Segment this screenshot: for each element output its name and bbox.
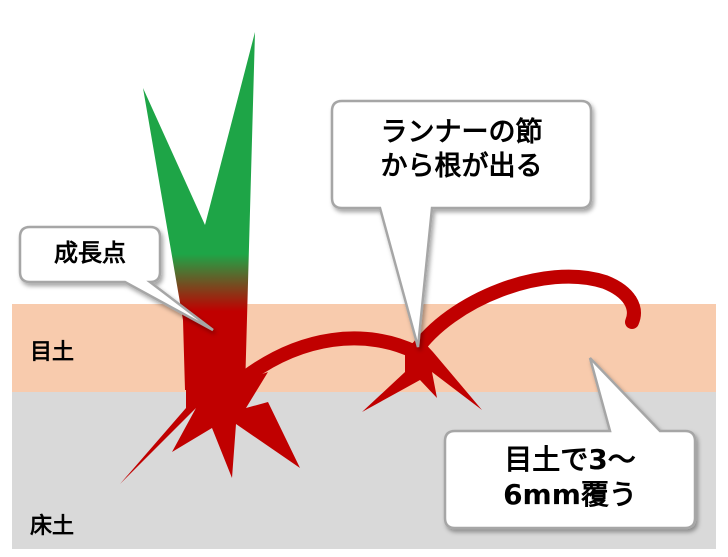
runner-node-callout (330, 99, 593, 348)
growth-point-label: 成長点 (54, 239, 126, 267)
top-soil-label: 目土 (30, 340, 75, 365)
cover-label: 目土で3～ 6mm覆う (445, 442, 695, 512)
runner-node-label: ランナーの節 から根が出る (332, 116, 591, 184)
runner-node-roots (362, 338, 482, 412)
cover-label-line2: 6mm覆う (503, 478, 637, 511)
grass-plant (143, 32, 255, 390)
cover-label-line1: 目土で3～ (504, 443, 636, 476)
cover-callout (443, 357, 697, 530)
runner-stolon (225, 269, 641, 395)
bed-soil-label: 床土 (30, 514, 75, 539)
runner-node-label-line2: から根が出る (380, 150, 543, 182)
main-roots (120, 360, 300, 484)
growth-point-callout (18, 225, 214, 332)
runner-node-label-line1: ランナーの節 (380, 117, 543, 148)
